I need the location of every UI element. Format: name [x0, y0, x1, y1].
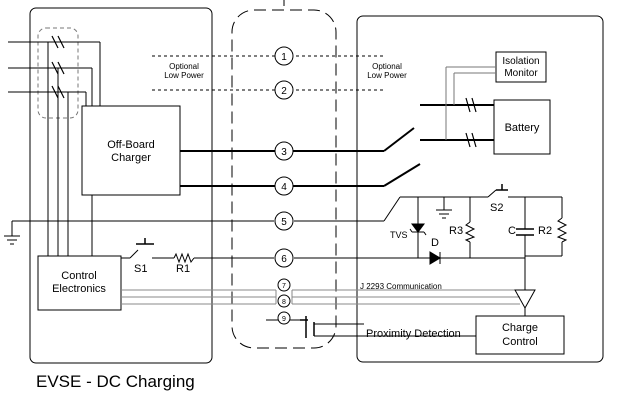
s1-label: S1: [134, 263, 147, 275]
pin-1: [274, 46, 294, 66]
c-label: C: [508, 225, 516, 237]
proximity-label: Proximity Detection: [366, 328, 461, 340]
isolation-label-line2: Monitor: [504, 68, 538, 79]
isolation-label-line1: Isolation: [502, 56, 539, 67]
r3-label: R3: [449, 225, 463, 237]
optional-right-line1: Optional: [372, 62, 402, 71]
pin-4: [274, 176, 294, 196]
pin-1-label: 1: [281, 52, 287, 63]
pin-6-label: 6: [281, 254, 287, 265]
pin-2-label: 2: [281, 86, 287, 97]
connector-outline: [231, 9, 337, 349]
pin-3-label: 3: [281, 147, 287, 158]
s2-label: S2: [490, 202, 503, 214]
optional-left-line2: Low Power: [164, 71, 204, 80]
battery-label: Battery: [505, 122, 540, 134]
pin-6: [274, 248, 294, 268]
d-label: D: [431, 237, 439, 249]
pin-5: [274, 211, 294, 231]
pin-5-label: 5: [281, 217, 287, 228]
control-label-line1: Control: [61, 270, 96, 282]
pin-3: [274, 141, 294, 161]
pin-8: [277, 294, 291, 308]
battery-box: [493, 99, 551, 155]
j2293-label: J 2293 Communication: [360, 282, 442, 291]
pin-4-label: 4: [281, 182, 287, 193]
optional-right-line2: Low Power: [367, 71, 407, 80]
pin-7: [277, 278, 291, 292]
pin-9: [277, 311, 291, 325]
charger-label-line2: Charger: [111, 152, 151, 164]
pin-8-label: 8: [282, 299, 286, 306]
tvs-label: TVS: [390, 230, 408, 240]
vehicle-enclosure: [356, 15, 604, 363]
r2-label: R2: [538, 225, 552, 237]
pin-7-label: 7: [282, 283, 286, 290]
optional-left-line1: Optional: [169, 62, 199, 71]
charge-control-label-line2: Control: [502, 336, 537, 348]
r1-label: R1: [176, 263, 190, 275]
control-electronics-box: [37, 255, 122, 311]
charger-label-line1: Off-Board: [107, 139, 155, 151]
charge-control-box: [475, 315, 565, 355]
pin-9-label: 9: [282, 316, 286, 323]
diagram-caption: EVSE - DC Charging: [36, 372, 195, 391]
control-label-line2: Electronics: [52, 283, 106, 295]
charge-control-label-line1: Charge: [502, 322, 538, 334]
pin-2: [274, 80, 294, 100]
